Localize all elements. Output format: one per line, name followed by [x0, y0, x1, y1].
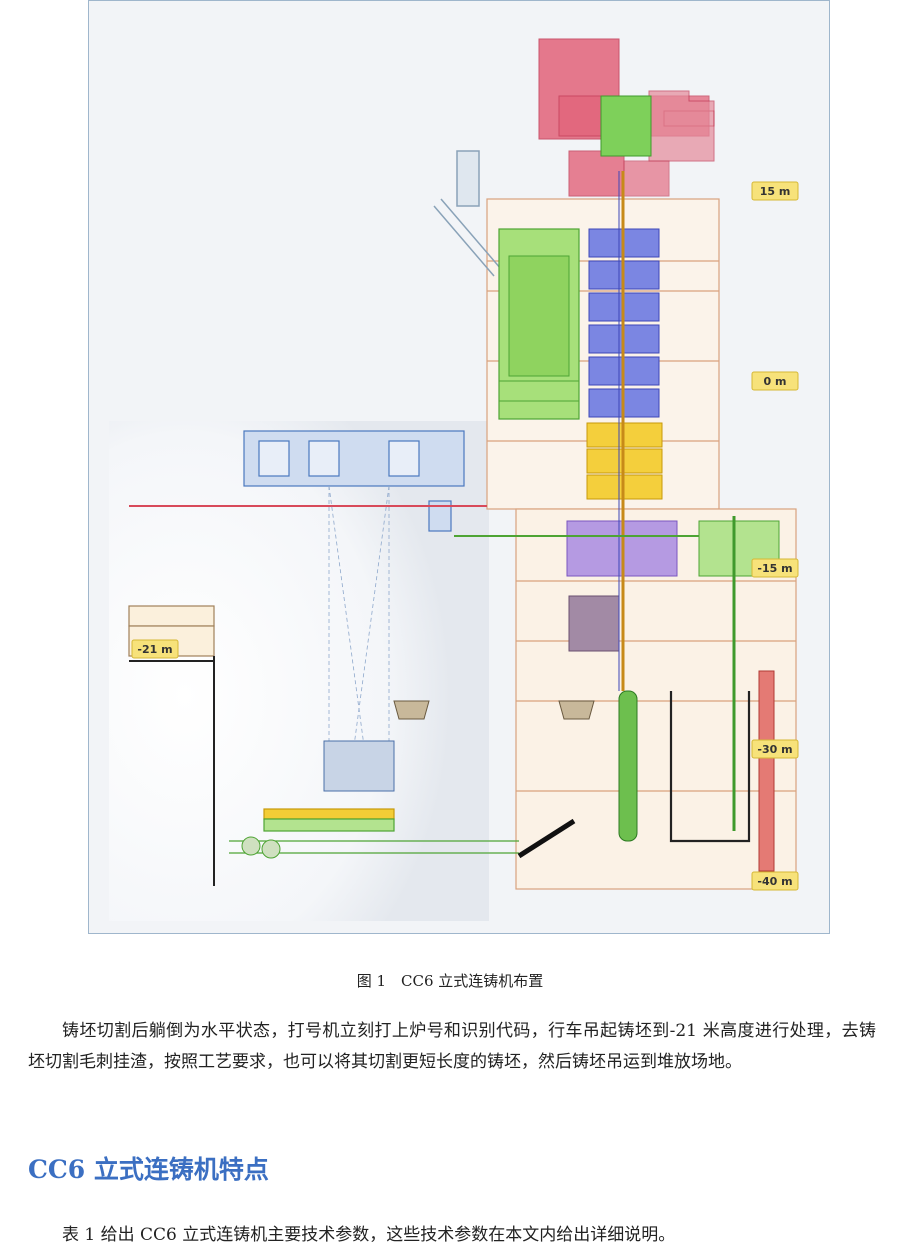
- feed-chute: [433, 150, 502, 277]
- torch-cutter-housing: [568, 595, 620, 652]
- caster-layout-drawing: 15 m 0 m -15 m -21 m -30 m -40 m: [89, 1, 829, 933]
- svg-text:-30 m: -30 m: [757, 743, 792, 756]
- roller-table: [229, 808, 519, 854]
- level-label-0m: 0 m: [751, 371, 799, 391]
- figure-caption: 图 1 CC6 立式连铸机布置: [356, 972, 544, 990]
- svg-text:-40 m: -40 m: [757, 875, 792, 888]
- level-label-minus15m: -15 m: [751, 558, 799, 578]
- tundish-car: [600, 95, 652, 157]
- level-label-minus40m: -40 m: [751, 871, 799, 891]
- level-labels: 15 m 0 m -15 m -21 m -30 m -40 m: [131, 181, 799, 891]
- scrap-cart: [393, 700, 430, 720]
- svg-text:-15 m: -15 m: [757, 562, 792, 575]
- caster-layout-figure: 15 m 0 m -15 m -21 m -30 m -40 m: [88, 0, 830, 934]
- body-paragraph-2: 表 1 给出 CC6 立式连铸机主要技术参数，这些技术参数在本文内给出详细说明。: [62, 1225, 676, 1245]
- billet-tilter: [618, 690, 638, 842]
- svg-text:-21 m: -21 m: [137, 643, 172, 656]
- svg-text:0 m: 0 m: [764, 375, 787, 388]
- level-label-minus30m: -30 m: [751, 739, 799, 759]
- billet-tongs: [323, 740, 395, 792]
- level-label-minus21m: -21 m: [131, 639, 179, 659]
- discharge-pit: [669, 691, 751, 843]
- roller: [241, 836, 261, 856]
- level-label-15m: 15 m: [751, 181, 799, 201]
- body-paragraph-1: 铸坯切割后躺倒为水平状态，打号机立刻打上炉号和识别代码，行车吊起铸坯到-21 米…: [28, 1021, 876, 1072]
- roller: [261, 839, 281, 859]
- ladle-turret: [538, 38, 715, 197]
- mould-segment-green: [498, 228, 580, 420]
- section-heading: CC6 立式连铸机特点: [28, 1155, 269, 1184]
- red-billet-stack: [758, 670, 775, 872]
- scrap-cart-2: [558, 700, 595, 720]
- svg-text:15 m: 15 m: [760, 185, 791, 198]
- crane-ropes: [328, 485, 390, 747]
- marker-arm: [517, 818, 576, 859]
- floor-shade: [109, 421, 489, 921]
- overhead-crane: [243, 430, 465, 532]
